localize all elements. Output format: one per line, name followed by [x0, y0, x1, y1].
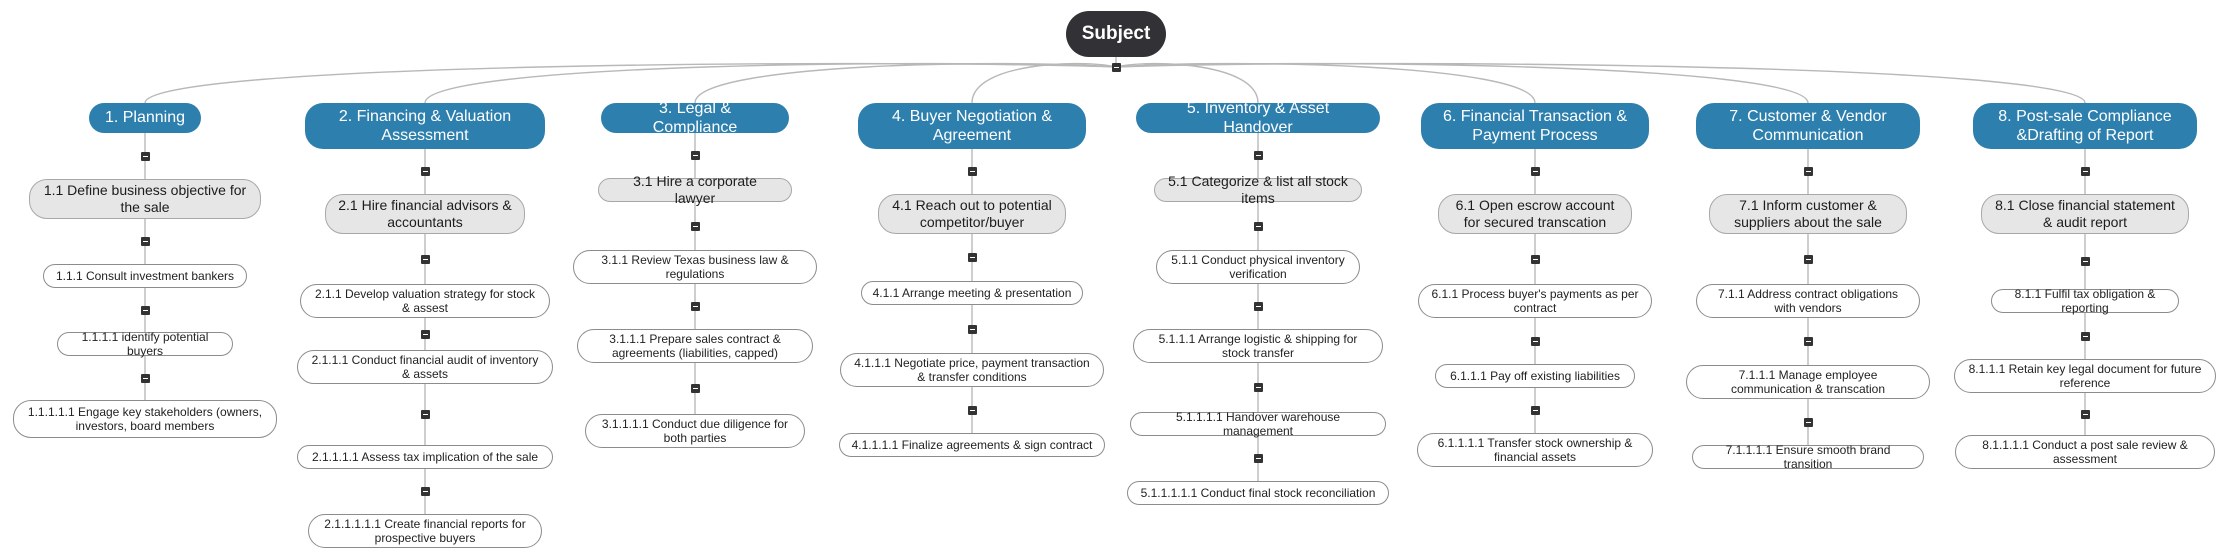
branch-2-node[interactable]: 2. Financing & Valuation Assessment: [305, 103, 545, 149]
branch-8-level-2-collapse-toggle[interactable]: [2080, 257, 2090, 266]
branch-8-level-2-node[interactable]: 8.1 Close financial statement & audit re…: [1981, 194, 2189, 234]
branch-2-level-6-node[interactable]: 2.1.1.1.1.1 Create financial reports for…: [308, 514, 542, 548]
branch-1-node[interactable]: 1. Planning: [89, 103, 201, 133]
branch-7-level-4-node[interactable]: 7.1.1.1 Manage employee communication & …: [1686, 365, 1930, 399]
branch-1-level-2-node[interactable]: 1.1 Define business objective for the sa…: [29, 179, 261, 219]
branch-4-level-4-node[interactable]: 4.1.1.1 Negotiate price, payment transac…: [840, 353, 1104, 387]
branch-2-level-3-node[interactable]: 2.1.1 Develop valuation strategy for sto…: [300, 284, 550, 318]
branch-3-level-4-collapse-toggle[interactable]: [690, 384, 700, 393]
branch-5-level-2-collapse-toggle[interactable]: [1253, 221, 1263, 231]
branch-8-node[interactable]: 8. Post-sale Compliance &Drafting of Rep…: [1973, 103, 2197, 149]
branch-3-level-3-node[interactable]: 3.1.1 Review Texas business law & regula…: [573, 250, 817, 284]
branch-1-level-1-collapse-toggle[interactable]: [140, 151, 150, 161]
branch-4-level-5-node[interactable]: 4.1.1.1.1 Finalize agreements & sign con…: [839, 433, 1105, 457]
branch-8-level-1-collapse-toggle[interactable]: [2080, 167, 2090, 176]
branch-8-connector: [1115, 62, 2086, 104]
branch-1-level-3-collapse-toggle[interactable]: [140, 305, 150, 315]
branch-8-level-4-node[interactable]: 8.1.1.1 Retain key legal document for fu…: [1954, 359, 2216, 393]
branch-7-level-5-node[interactable]: 7.1.1.1.1 Ensure smooth brand transition: [1692, 443, 1924, 471]
branch-2-level-4-node[interactable]: 2.1.1.1 Conduct financial audit of inven…: [297, 350, 553, 384]
branch-1-level-3-node[interactable]: 1.1.1 Consult investment bankers: [43, 264, 247, 288]
root-node[interactable]: Subject: [1066, 11, 1166, 57]
branch-3-level-4-node[interactable]: 3.1.1.1 Prepare sales contract & agreeme…: [577, 329, 813, 363]
branch-4-node[interactable]: 4. Buyer Negotiation & Agreement: [858, 103, 1086, 149]
branch-1-level-5-node[interactable]: 1.1.1.1.1 Engage key stakeholders (owner…: [13, 400, 277, 438]
branch-1-level-4-node[interactable]: 1.1.1.1 identify potential buyers: [57, 330, 233, 358]
root-collapse-toggle[interactable]: [1111, 62, 1121, 72]
branch-6-node[interactable]: 6. Financial Transaction & Payment Proce…: [1421, 103, 1649, 149]
branch-5-level-4-collapse-toggle[interactable]: [1253, 383, 1263, 392]
branch-5-level-3-node[interactable]: 5.1.1 Conduct physical inventory verific…: [1156, 250, 1360, 284]
branch-1-level-2-collapse-toggle[interactable]: [140, 237, 150, 246]
branch-6-level-2-node[interactable]: 6.1 Open escrow account for secured tran…: [1438, 194, 1632, 234]
branch-4-level-1-collapse-toggle[interactable]: [967, 167, 977, 176]
branch-6-level-3-collapse-toggle[interactable]: [1530, 336, 1540, 346]
branch-5-level-5-node[interactable]: 5.1.1.1.1 Handover warehouse management: [1130, 410, 1386, 438]
branch-8-level-5-node[interactable]: 8.1.1.1.1 Conduct a post sale review & a…: [1955, 435, 2215, 469]
branch-6-level-5-node[interactable]: 6.1.1.1.1 Transfer stock ownership & fin…: [1417, 433, 1653, 467]
branch-8-level-3-collapse-toggle[interactable]: [2080, 331, 2090, 341]
branch-2-level-1-collapse-toggle[interactable]: [420, 167, 430, 176]
branch-3-level-5-node[interactable]: 3.1.1.1.1 Conduct due diligence for both…: [585, 414, 805, 448]
branch-5-connector: [1115, 62, 1259, 104]
branch-2-level-5-collapse-toggle[interactable]: [420, 487, 430, 496]
branch-5-level-3-collapse-toggle[interactable]: [1253, 302, 1263, 311]
branch-4-level-4-collapse-toggle[interactable]: [967, 405, 977, 415]
branch-5-level-4-node[interactable]: 5.1.1.1 Arrange logistic & shipping for …: [1133, 329, 1383, 363]
branch-6-level-4-node[interactable]: 6.1.1.1 Pay off existing liabilities: [1435, 364, 1635, 388]
branch-7-level-3-node[interactable]: 7.1.1 Address contract obligations with …: [1696, 284, 1920, 318]
branch-2-level-4-collapse-toggle[interactable]: [420, 410, 430, 419]
branch-3-level-3-collapse-toggle[interactable]: [690, 302, 700, 311]
branch-8-level-3-node[interactable]: 8.1.1 Fulfil tax obligation & reporting: [1991, 287, 2179, 315]
branch-6-connector: [1115, 62, 1536, 104]
branch-3-node[interactable]: 3. Legal & Compliance: [601, 100, 789, 136]
branch-2-level-3-collapse-toggle[interactable]: [420, 329, 430, 339]
branch-5-level-2-node[interactable]: 5.1 Categorize & list all stock items: [1154, 173, 1362, 206]
branch-3-connector: [694, 62, 1117, 104]
branch-1-level-4-collapse-toggle[interactable]: [140, 373, 150, 383]
branch-5-level-1-collapse-toggle[interactable]: [1253, 151, 1263, 160]
branch-7-level-2-node[interactable]: 7.1 Inform customer & suppliers about th…: [1709, 194, 1907, 234]
branch-2-connector: [424, 62, 1117, 104]
branch-4-level-2-node[interactable]: 4.1 Reach out to potential competitor/bu…: [878, 194, 1066, 234]
branch-4-level-3-node[interactable]: 4.1.1 Arrange meeting & presentation: [861, 281, 1083, 305]
branch-5-node[interactable]: 5. Inventory & Asset Handover: [1136, 100, 1380, 136]
branch-3-level-2-node[interactable]: 3.1 Hire a corporate lawyer: [598, 173, 792, 206]
branch-2-level-5-node[interactable]: 2.1.1.1.1 Assess tax implication of the …: [297, 445, 553, 469]
branch-7-node[interactable]: 7. Customer & Vendor Communication: [1696, 103, 1920, 149]
branch-8-level-4-collapse-toggle[interactable]: [2080, 409, 2090, 419]
branch-4-level-2-collapse-toggle[interactable]: [967, 253, 977, 262]
branch-7-level-2-collapse-toggle[interactable]: [1803, 254, 1813, 264]
branch-5-level-5-collapse-toggle[interactable]: [1253, 454, 1263, 463]
branch-3-level-2-collapse-toggle[interactable]: [690, 221, 700, 231]
branch-7-connector: [1115, 62, 1809, 104]
branch-6-level-1-collapse-toggle[interactable]: [1530, 167, 1540, 176]
branch-6-level-3-node[interactable]: 6.1.1 Process buyer's payments as per co…: [1418, 284, 1652, 318]
branch-2-level-2-node[interactable]: 2.1 Hire financial advisors & accountant…: [325, 194, 525, 234]
branch-7-level-4-collapse-toggle[interactable]: [1803, 417, 1813, 427]
branch-7-level-3-collapse-toggle[interactable]: [1803, 337, 1813, 346]
branch-6-level-2-collapse-toggle[interactable]: [1530, 254, 1540, 264]
branch-6-level-4-collapse-toggle[interactable]: [1530, 406, 1540, 415]
branch-4-connector: [971, 62, 1117, 104]
branch-4-level-3-collapse-toggle[interactable]: [967, 324, 977, 334]
branch-5-level-6-node[interactable]: 5.1.1.1.1.1 Conduct final stock reconcil…: [1127, 481, 1389, 505]
branch-3-level-1-collapse-toggle[interactable]: [690, 151, 700, 160]
branch-2-level-2-collapse-toggle[interactable]: [420, 254, 430, 264]
branch-7-level-1-collapse-toggle[interactable]: [1803, 167, 1813, 176]
